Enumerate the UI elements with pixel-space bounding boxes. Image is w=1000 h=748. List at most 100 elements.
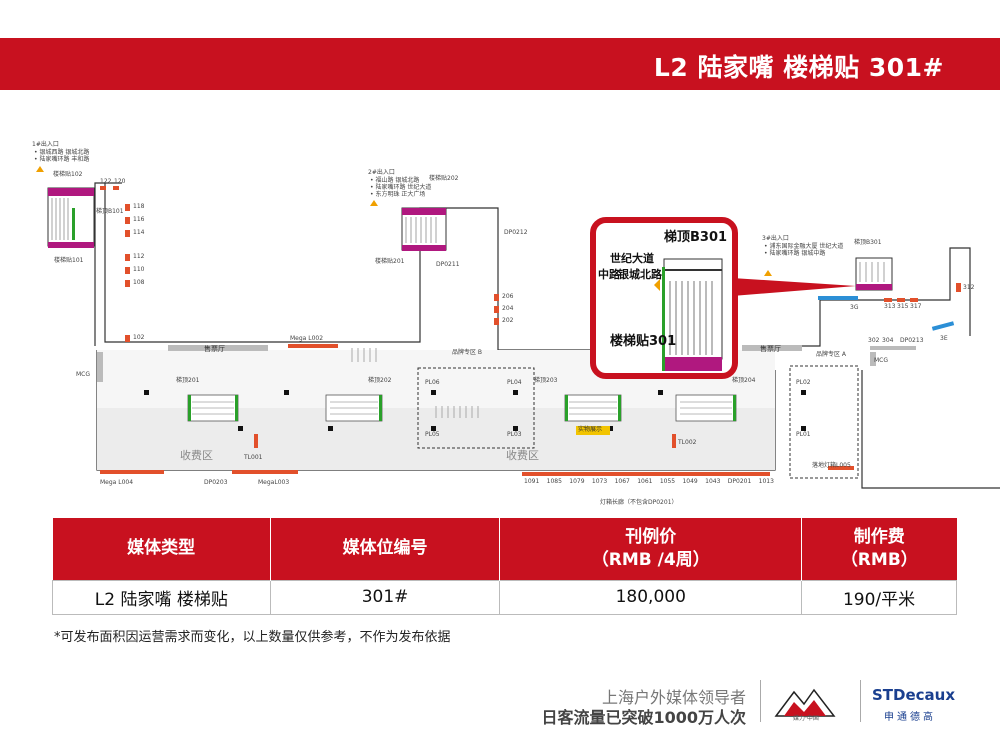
code-204: 204 <box>502 305 514 312</box>
exit2-line1: • 福山路 银城北路 <box>370 177 420 184</box>
lightbox-dp0201: DP0201 <box>727 478 752 485</box>
code-312: 312 <box>963 284 975 291</box>
mega-l002: Mega L002 <box>290 335 324 342</box>
code-dp0213: DP0213 <box>900 337 924 344</box>
header-media-id: 媒体位编号 <box>270 518 501 580</box>
station-map: 1#出入口 • 银城西路 银城北路 • 陆家嘴环路 丰和路 楼梯贴102 梯顶B… <box>0 100 1000 520</box>
brand-zone-b: 品牌专区 B <box>452 349 483 356</box>
pl03: PL03 <box>507 431 522 438</box>
exit2-line3: • 东方明珠 正大广场 <box>370 191 426 198</box>
label-d201: 梯顶201 <box>176 377 200 384</box>
zoom-label-stair301: 楼梯贴301 <box>610 334 677 349</box>
exhibit-label: 实物展示 <box>578 426 603 433</box>
cell-production-fee: 190/平米 <box>801 579 957 615</box>
header-production-fee: 制作费 （RMB） <box>801 518 957 580</box>
code-313: 313 <box>884 303 896 310</box>
table-row: L2 陆家嘴 楼梯贴 301# 180,000 190/平米 <box>52 579 957 615</box>
code-3e: 3E <box>940 335 948 342</box>
label-t202: 楼梯贴202 <box>429 175 459 182</box>
code-3g: 3G <box>850 304 859 311</box>
header-fee-line2: （RMB） <box>840 549 918 570</box>
code-dp0211: DP0211 <box>436 261 460 268</box>
lightbox-1091: 1091 <box>524 478 540 485</box>
code-dp0212: DP0212 <box>504 229 528 236</box>
footer-divider-2 <box>860 680 861 722</box>
label-d202: 梯顶202 <box>368 377 392 384</box>
code-122: 122 <box>100 178 112 185</box>
stdecaux-subtitle: 申通德高 <box>884 712 936 723</box>
ticket-hall-right: 售票厅 <box>760 345 781 353</box>
footnote: *可发布面积因运营需求而变化，以上数量仅供参考，不作为发布依据 <box>54 630 451 645</box>
label-t201: 楼梯贴201 <box>375 258 405 265</box>
fare-zone-left: 收费区 <box>180 449 213 462</box>
table-header-row: 媒体类型 媒体位编号 刊例价 （RMB /4周） 制作费 （RMB） <box>52 518 957 580</box>
lightbox-1049: 1049 <box>682 478 698 485</box>
lightbox-1067: 1067 <box>614 478 630 485</box>
pl04: PL04 <box>507 379 522 386</box>
label-t101: 楼梯贴101 <box>54 257 84 264</box>
lightbox-1061: 1061 <box>637 478 653 485</box>
code-304: 304 <box>882 337 894 344</box>
code-315: 315 <box>897 303 909 310</box>
label-t102: 楼梯贴102 <box>53 171 83 178</box>
lightbox-1079: 1079 <box>569 478 585 485</box>
pl06: PL06 <box>425 379 440 386</box>
zoom-road1: 世纪大道 <box>610 252 654 265</box>
code-112: 112 <box>133 253 145 260</box>
zoom-escalator-drawing <box>654 258 723 371</box>
lightbox-1043: 1043 <box>705 478 721 485</box>
header-price: 刊例价 （RMB /4周） <box>499 518 803 580</box>
zoom-label-tb301: 梯顶B301 <box>664 230 728 245</box>
label-tb301: 梯顶B301 <box>854 239 882 246</box>
cell-media-type: L2 陆家嘴 楼梯贴 <box>52 579 271 615</box>
price-table: 媒体类型 媒体位编号 刊例价 （RMB /4周） 制作费 （RMB） L2 陆家… <box>52 518 957 615</box>
mega-l003: MegaL003 <box>258 479 290 486</box>
exit3-line2: • 陆家嘴环路 银城中路 <box>764 250 826 257</box>
pl05: PL05 <box>425 431 440 438</box>
header-price-line1: 刊例价 <box>625 526 677 547</box>
exit2-line2: • 陆家嘴环路 世纪大道 <box>370 184 432 191</box>
dp0203: DP0203 <box>204 479 228 486</box>
code-114: 114 <box>133 229 145 236</box>
floor-lightbox: 落地灯箱L005 <box>812 462 851 469</box>
title-banner: L2 陆家嘴 楼梯贴 301# <box>0 38 1000 90</box>
exit1-title: 1#出入口 <box>32 141 59 148</box>
lightbox-1055: 1055 <box>659 478 676 485</box>
tl002: TL002 <box>678 439 697 446</box>
mcg-right: MCG <box>874 357 889 364</box>
meili-logo-text: 媒力·中国 <box>793 715 819 722</box>
ticket-hall-left: 售票厅 <box>204 345 225 353</box>
lightbox-code-row: 1091 1085 1079 1073 1067 1061 1055 1049 … <box>524 479 774 485</box>
label-d203: 梯顶203 <box>534 377 558 384</box>
header-media-type: 媒体类型 <box>52 518 271 580</box>
code-116: 116 <box>133 216 145 223</box>
pl01: PL01 <box>796 431 811 438</box>
fare-zone-right: 收费区 <box>506 449 539 462</box>
code-108: 108 <box>133 279 145 286</box>
code-202: 202 <box>502 317 514 324</box>
mcg-left: MCG <box>76 371 91 378</box>
mega-l004: Mega L004 <box>100 479 134 486</box>
brand-zone-a: 品牌专区 A <box>816 351 847 358</box>
exit3-title: 3#出入口 <box>762 235 789 242</box>
lightbox-1073: 1073 <box>591 478 608 485</box>
cell-media-id: 301# <box>269 579 501 615</box>
exit1-line1: • 银城西路 银城北路 <box>34 149 90 156</box>
exit1-line2: • 陆家嘴环路 丰和路 <box>34 156 90 163</box>
label-tb101: 梯顶B101 <box>96 208 124 215</box>
pl02: PL02 <box>796 379 811 386</box>
slogan-traffic: 日客流量已突破1000万人次 <box>541 708 746 727</box>
footer-divider-1 <box>760 680 761 722</box>
exit3-line1: • 浦东国际金融大厦 世纪大道 <box>764 243 844 250</box>
tl001: TL001 <box>244 454 263 461</box>
code-206: 206 <box>502 293 514 300</box>
label-d204: 梯顶204 <box>732 377 756 384</box>
slogan-leader: 上海户外媒体领导者 <box>601 688 746 707</box>
code-110: 110 <box>133 266 145 273</box>
code-317: 317 <box>910 303 922 310</box>
code-120: 120 <box>114 178 126 185</box>
zoom-road3: 中路 <box>598 268 620 281</box>
meili-logo-icon <box>774 688 836 717</box>
code-302: 302 <box>868 337 880 344</box>
cell-price: 180,000 <box>499 579 803 615</box>
